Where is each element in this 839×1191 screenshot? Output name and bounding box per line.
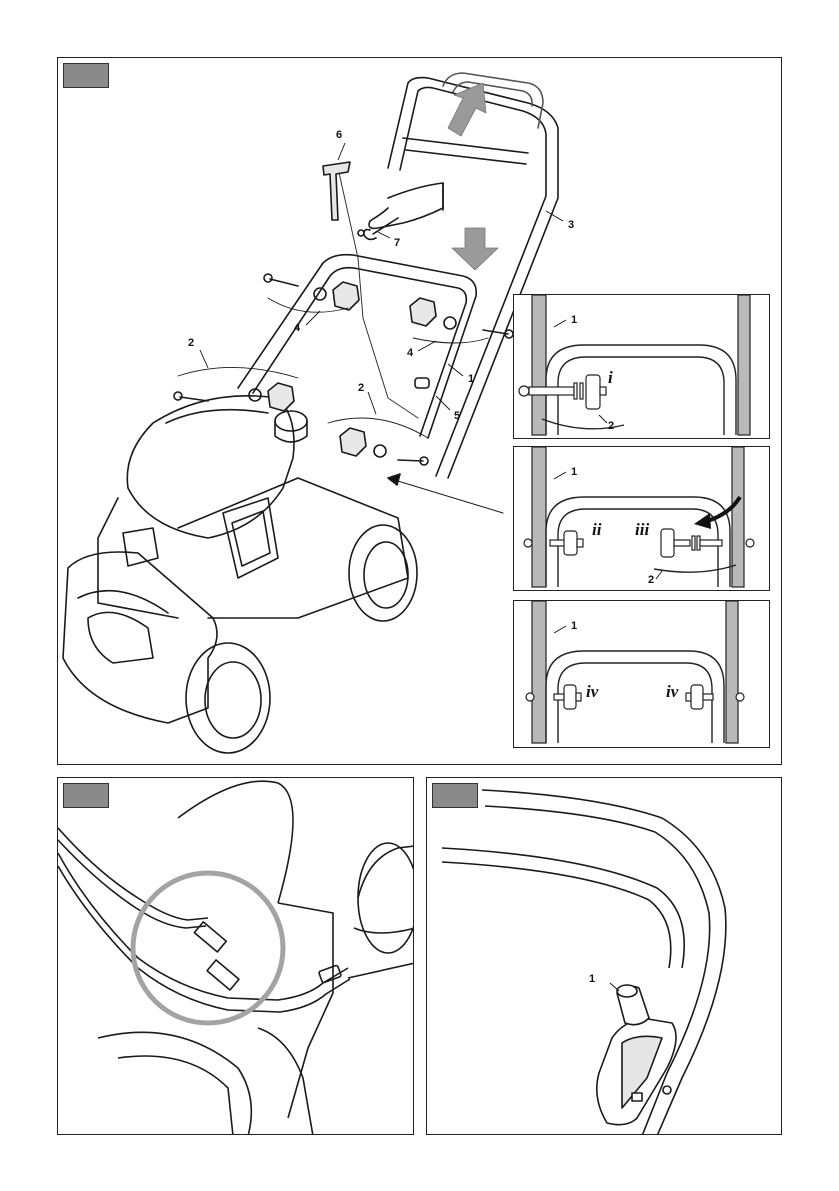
callout-1: 1 (468, 373, 474, 385)
main-figure-panel: 6 7 3 4 4 1 5 2 2 (57, 57, 782, 765)
inset-i-callout-1: 1 (571, 314, 577, 326)
throttle-lever-drawing: 1 (427, 778, 782, 1135)
callout-3: 3 (568, 219, 574, 231)
callout-4a: 4 (294, 322, 301, 334)
detail-inset-iv: 1 iv iv (513, 600, 770, 748)
callout-4b: 4 (407, 347, 414, 359)
detail-inset-i: 1 2 i (513, 294, 770, 439)
inset-iv-callout-1: 1 (571, 620, 577, 632)
inset-ii-callout-1: 1 (571, 466, 577, 478)
inset-roman-iv-left: iv (586, 682, 599, 701)
callout-2b: 2 (358, 382, 364, 394)
inset-roman-iii: iii (635, 520, 649, 539)
inset-roman-ii: ii (592, 520, 602, 539)
inset-i-roman-label: i (608, 368, 613, 387)
highlight-circle (133, 873, 283, 1023)
callout-6: 6 (336, 129, 342, 141)
handle-bolt-detail-iv: 1 iv iv (514, 601, 770, 748)
inset-roman-iv-right: iv (666, 682, 679, 701)
handle-bolt-detail-i: 1 2 i (514, 295, 770, 439)
callout-7: 7 (394, 237, 400, 249)
inset-i-callout-2: 2 (608, 420, 614, 432)
inset-ii-callout-2: 2 (648, 574, 654, 586)
callout-5: 5 (454, 410, 460, 422)
handle-bolt-detail-ii-iii: 1 2 ii iii (514, 447, 770, 591)
cable-connector-panel (57, 777, 414, 1135)
detail-inset-ii-iii: 1 2 ii iii (513, 446, 770, 591)
throttle-lever-panel: 1 (426, 777, 782, 1135)
lever-callout-1: 1 (589, 973, 595, 985)
cable-connector-drawing (58, 778, 414, 1135)
callout-2a: 2 (188, 337, 194, 349)
